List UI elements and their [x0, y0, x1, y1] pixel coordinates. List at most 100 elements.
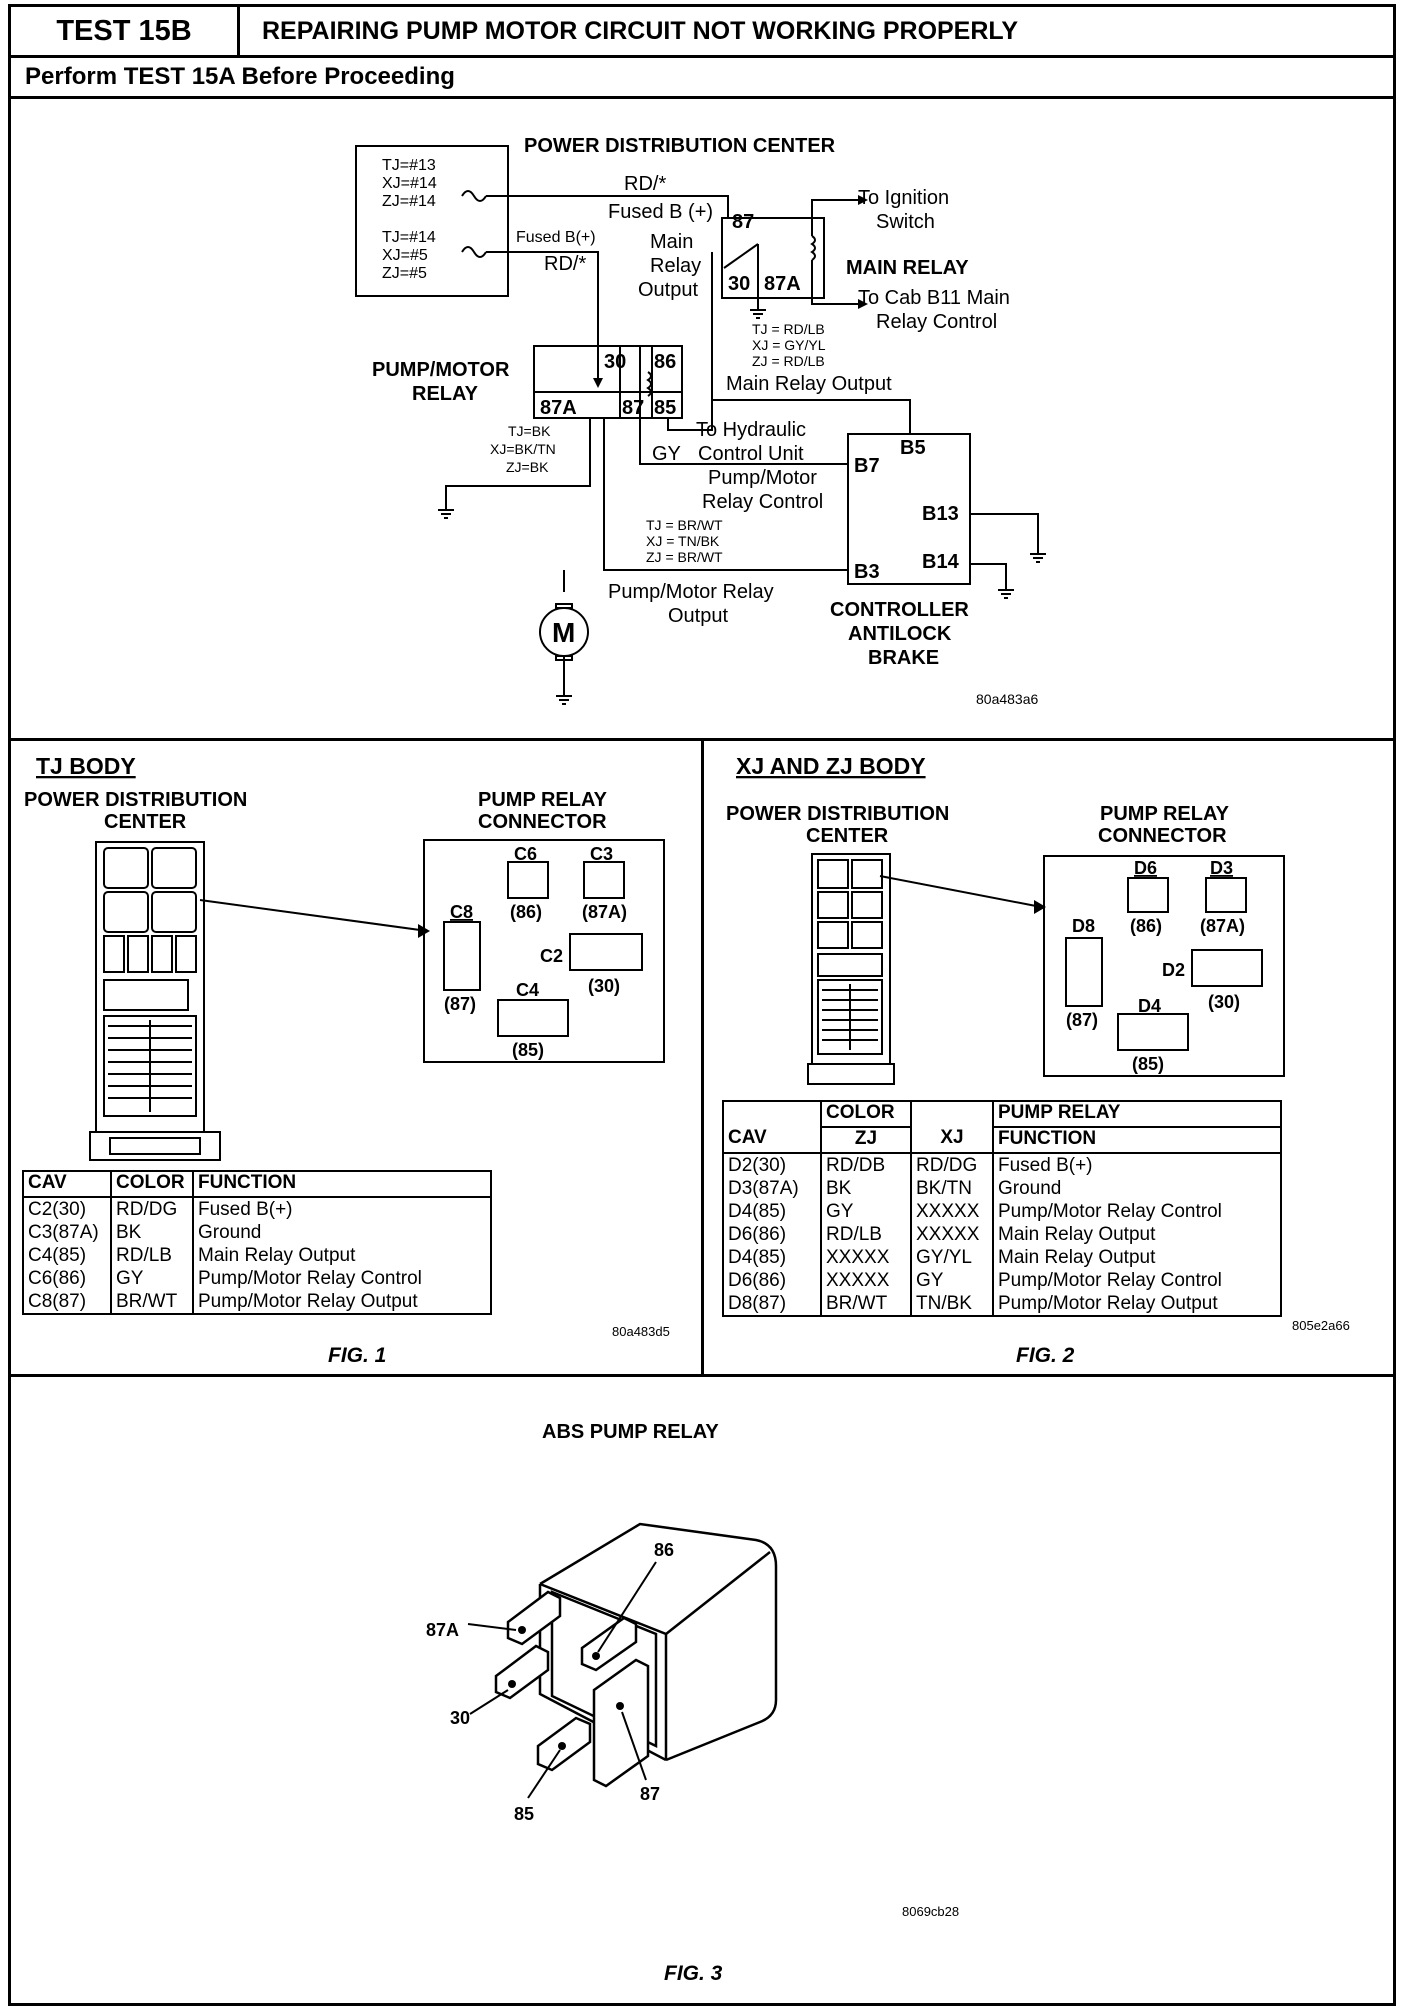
mr-code-zj: ZJ = RD/LB	[752, 353, 825, 369]
pmr-pin-30: 30	[604, 351, 626, 373]
motor-code-tj: TJ = BR/WT	[646, 517, 723, 533]
pmr-pin-86: 86	[654, 351, 676, 373]
fuse-symbol-2	[461, 246, 487, 258]
fig2-xj-cell: GY	[916, 1270, 944, 1291]
wire-main-relay-output-b5	[712, 399, 911, 434]
ground-symbols	[438, 309, 1046, 705]
pump-relay-label-2: RELAY	[412, 383, 479, 405]
fig1-function-cell: Fused B(+)	[198, 1199, 293, 1220]
wire-87-motor	[603, 418, 848, 571]
fig2-function-cell: Fused B(+)	[998, 1155, 1093, 1176]
mr-code-tj: TJ = RD/LB	[752, 321, 825, 337]
main-relay-output-3: Output	[638, 279, 698, 301]
fig2-function-cell: Main Relay Output	[998, 1247, 1156, 1268]
pin-b3: B3	[854, 561, 880, 583]
fuse-symbol-1	[461, 190, 487, 202]
gnd-code-tj: TJ=BK	[508, 423, 551, 439]
fig2-zj-cell: RD/DB	[826, 1155, 886, 1176]
fig2-th-zj: ZJ	[820, 1126, 912, 1154]
fig1-cav-cell: C4(85)	[28, 1245, 87, 1266]
pump-relay-coil	[646, 371, 652, 397]
rd-label-1: RD/*	[624, 173, 666, 195]
fig2-cav-cell: D6(86)	[728, 1224, 787, 1245]
fig2-function-cell: Pump/Motor Relay Control	[998, 1201, 1222, 1222]
fig2-cav-cell: D4(85)	[728, 1201, 787, 1222]
wire-87a-ground	[445, 418, 591, 510]
fig2-table: COLOR PUMP RELAY CAV ZJ XJ FUNCTION D2(3…	[722, 1100, 1282, 1317]
fig2-function-col: Fused B(+) Ground Pump/Motor Relay Contr…	[992, 1152, 1282, 1317]
fig1-function-cell: Ground	[198, 1222, 262, 1243]
fig2-zj-cell: BR/WT	[826, 1293, 888, 1314]
fig2-th-color: COLOR	[820, 1100, 912, 1128]
wire-fused-b-pump	[486, 251, 599, 378]
to-ignition-1: To Ignition	[858, 187, 949, 209]
test-subtitle: Perform TEST 15A Before Proceeding	[8, 55, 1396, 99]
fig1-cav-cell: C6(86)	[28, 1268, 87, 1289]
to-hydraulic-1: To Hydraulic	[696, 419, 806, 441]
pin-b7: B7	[854, 455, 880, 477]
fig2-xj-cell: XXXXX	[916, 1224, 980, 1245]
gnd-code-xj: XJ=BK/TN	[490, 441, 556, 457]
pmr-control-2: Relay Control	[702, 491, 823, 513]
fig1-th-function: FUNCTION	[192, 1170, 492, 1198]
fuse2-xj: XJ=#5	[382, 247, 428, 264]
fuse1-xj: XJ=#14	[382, 175, 437, 192]
fig1-color-cell: RD/DG	[116, 1199, 178, 1220]
fig2-xj-cell: GY/YL	[916, 1247, 972, 1268]
fig2-xj-cell: TN/BK	[916, 1293, 972, 1314]
motor-label: M	[552, 617, 575, 648]
rd-label-2: RD/*	[544, 253, 586, 275]
fig2-xj-cell: XXXXX	[916, 1201, 980, 1222]
fig2-function-cell: Pump/Motor Relay Control	[998, 1270, 1222, 1291]
main-relay-output-1: Main	[650, 231, 693, 253]
fig1-cav-cell: C3(87A)	[28, 1222, 99, 1243]
fig2-th-cav: CAV	[722, 1127, 822, 1154]
fig2-xj-cell: RD/DG	[916, 1155, 978, 1176]
fig1-function-cell: Pump/Motor Relay Control	[198, 1268, 422, 1289]
fig2-cav-cell: D6(86)	[728, 1270, 787, 1291]
main-relay-output-line: Main Relay Output	[726, 373, 892, 395]
controller-label-3: BRAKE	[868, 647, 939, 669]
pin-b5: B5	[900, 437, 926, 459]
main-pin-87: 87	[732, 211, 754, 233]
wire-fused-b-main	[486, 195, 729, 218]
fig2-th-function: FUNCTION	[992, 1126, 1282, 1154]
wiring-schematic: POWER DISTRIBUTION CENTER TJ=#13 XJ=#14 …	[355, 135, 1046, 707]
fig2-zj-cell: GY	[826, 1201, 854, 1222]
pump-motor-relay-box	[533, 345, 683, 419]
fig1-color-col: RD/DG BK RD/LB GY BR/WT	[110, 1196, 194, 1315]
fig2-function-cell: Main Relay Output	[998, 1224, 1156, 1245]
pmr-pin-85: 85	[654, 397, 676, 419]
fig2-function-cell: Pump/Motor Relay Output	[998, 1293, 1218, 1314]
pdc-title: POWER DISTRIBUTION CENTER	[524, 135, 836, 157]
fig2-cav-cell: D3(87A)	[728, 1178, 799, 1199]
fig1-function-col: Fused B(+) Ground Main Relay Output Pump…	[192, 1196, 492, 1315]
pin-b13: B13	[922, 503, 959, 525]
main-relay-contact	[723, 243, 759, 269]
fuse2-zj: ZJ=#5	[382, 265, 427, 282]
motor-code-xj: XJ = TN/BK	[646, 533, 720, 549]
pmr-pin-87a: 87A	[540, 397, 577, 419]
fuse1-tj: TJ=#13	[382, 157, 436, 174]
fig1-cav-cell: C8(87)	[28, 1291, 87, 1312]
to-ignition-2: Switch	[876, 211, 935, 233]
pmr-pin-87: 87	[622, 397, 644, 419]
fig1-cav-col: C2(30) C3(87A) C4(85) C6(86) C8(87)	[22, 1196, 112, 1315]
fig2-function-cell: Ground	[998, 1178, 1062, 1199]
fig1-th-cav: CAV	[22, 1170, 112, 1198]
fig2-zj-cell: BK	[826, 1178, 852, 1199]
fig2-zj-cell: XXXXX	[826, 1270, 890, 1291]
main-relay-output-2: Relay	[650, 255, 701, 277]
fig2-cav-cell: D4(85)	[728, 1247, 787, 1268]
fig2-xj-cell: BK/TN	[916, 1178, 972, 1199]
to-cab-2: Relay Control	[876, 311, 997, 333]
pmr-output-1: Pump/Motor Relay	[608, 581, 774, 603]
fig1-color-cell: GY	[116, 1268, 144, 1289]
controller-box	[847, 433, 971, 585]
pdc-box	[355, 145, 509, 297]
fig2-zj-col: RD/DB BK GY RD/LB XXXXX XXXXX BR/WT	[820, 1152, 912, 1317]
fig1-th-color: COLOR	[110, 1170, 194, 1198]
mr-code-xj: XJ = GY/YL	[752, 337, 826, 353]
fig2-zj-cell: RD/LB	[826, 1224, 882, 1245]
fig2-th-xj: XJ	[910, 1127, 994, 1154]
